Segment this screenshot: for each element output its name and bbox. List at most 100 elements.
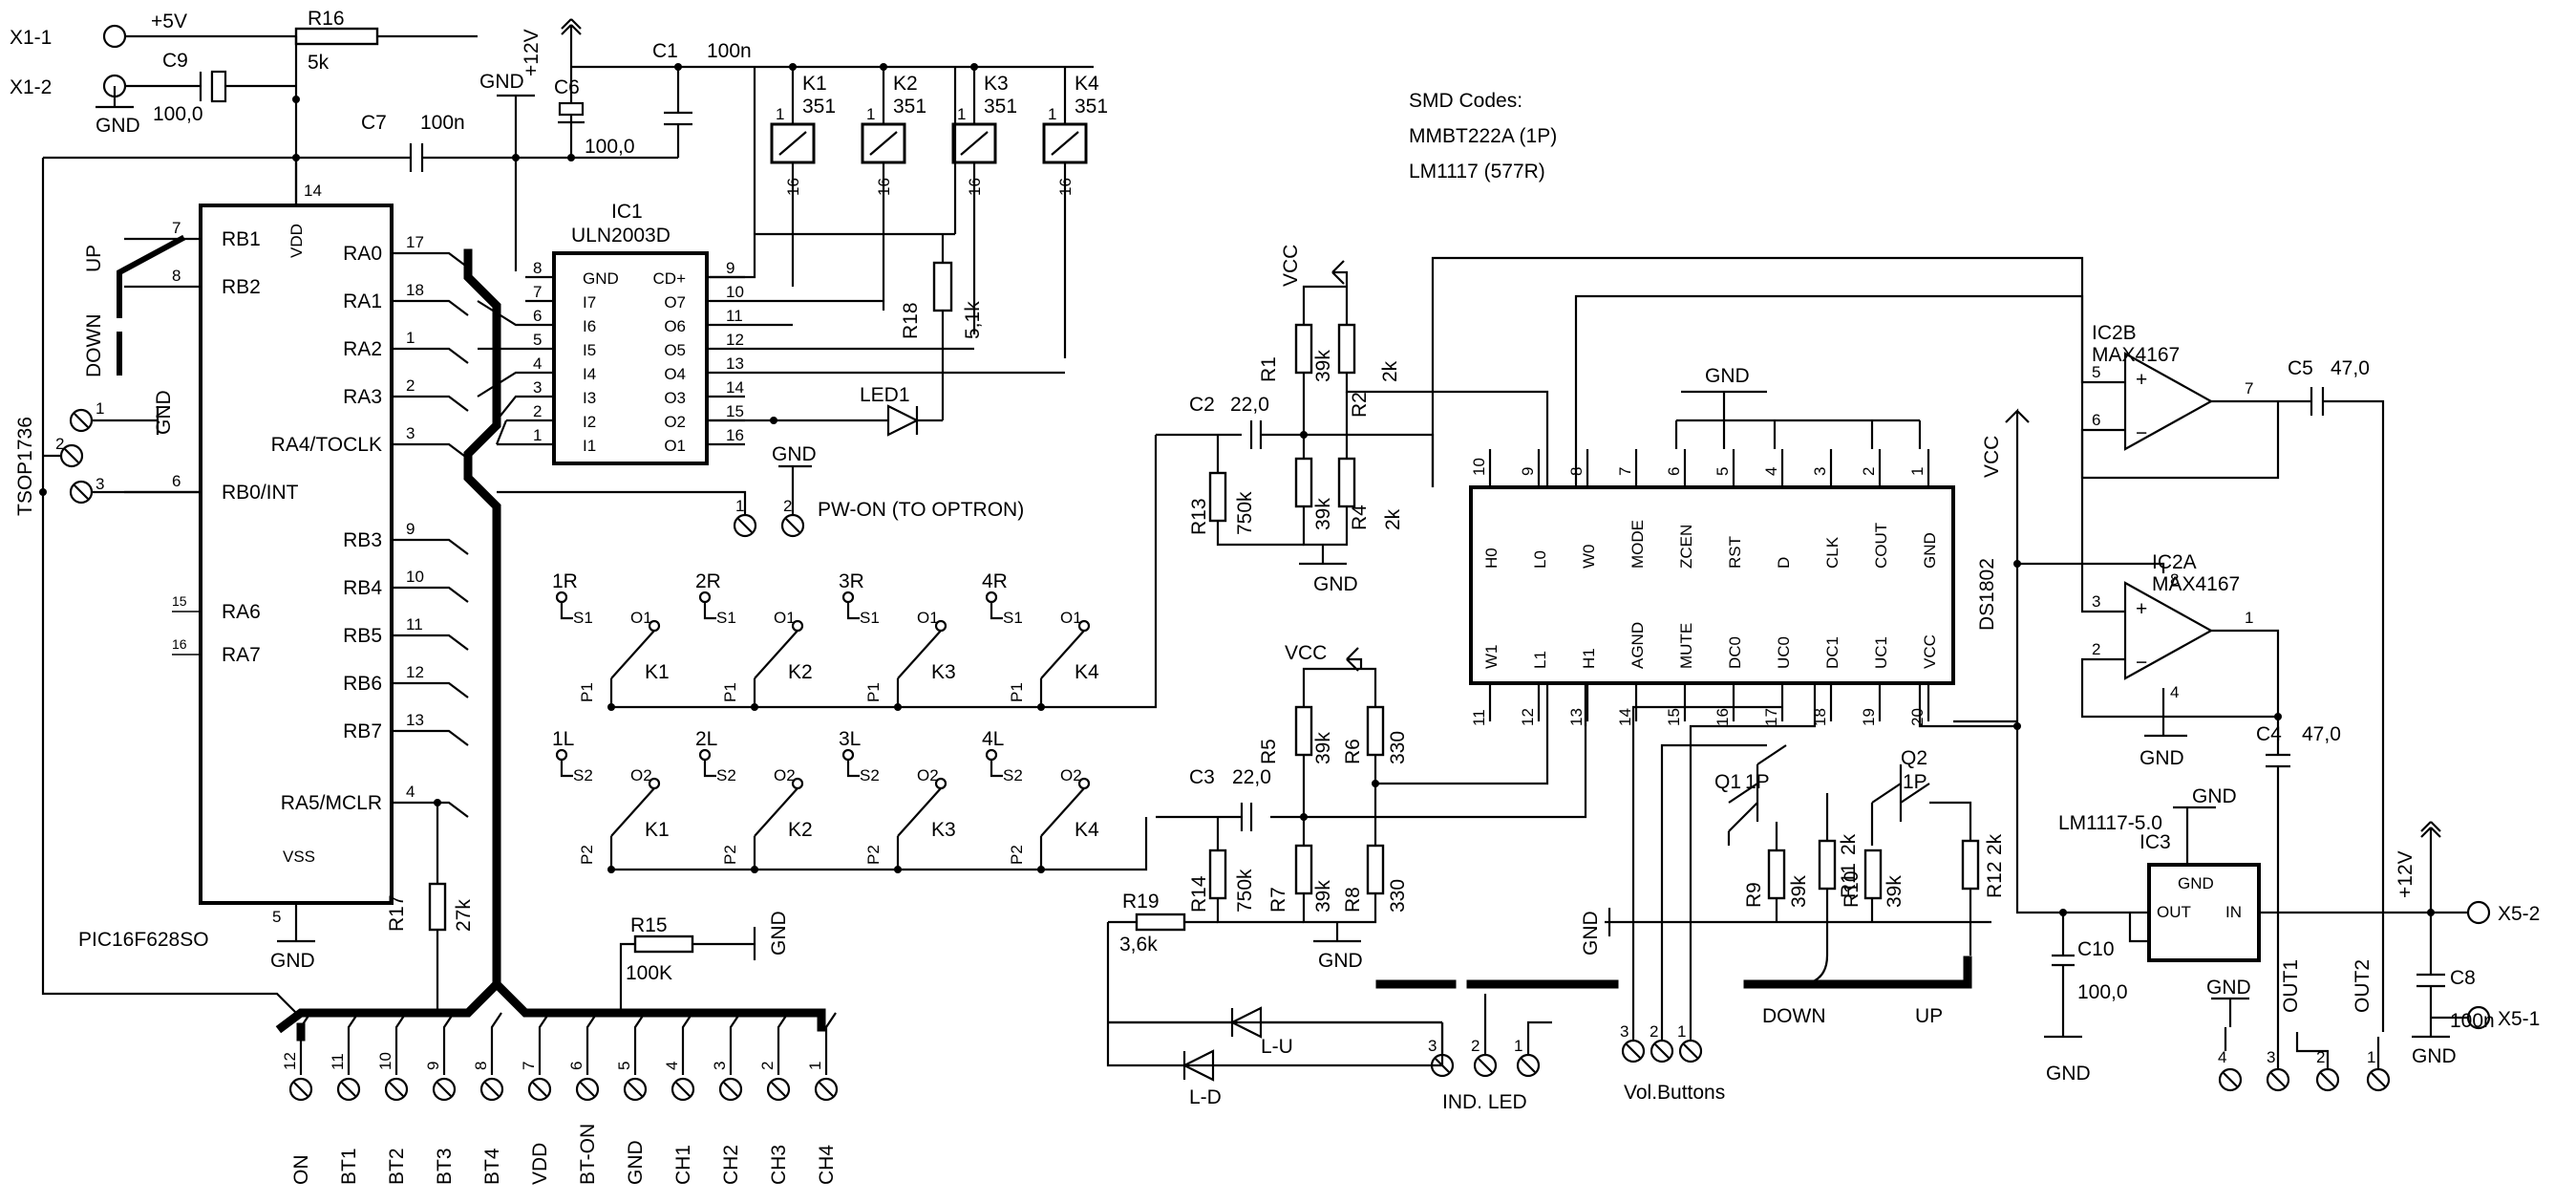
r17-ref: R17 (386, 894, 408, 932)
pw-on-connector: 1 2 PW-ON (TO OPTRON) GND (497, 443, 1024, 538)
r4-ref: R4 (1349, 505, 1371, 530)
contact-o: O2 (774, 766, 796, 784)
ic2b-pin5: 5 (2092, 363, 2100, 381)
updown-button-graphic: UP DOWN (83, 234, 186, 377)
c8-ref: C8 (2450, 967, 2476, 989)
ic1-left-pin-num: 1 (533, 426, 542, 444)
connector-pin-label: BT-ON (577, 1124, 599, 1185)
connector-pin-6: 6BT-ON (567, 1012, 600, 1185)
contact-relay: K3 (931, 661, 956, 683)
r15-gnd-label: GND (768, 911, 790, 956)
mcu-body (199, 204, 394, 905)
mcu-right-pin-num: 18 (406, 281, 424, 299)
contact-p: P1 (864, 682, 883, 702)
c8-gnd-label: GND (2412, 1045, 2457, 1067)
out-pin1: 1 (2367, 1048, 2375, 1066)
ds-bot-pin-num: 15 (1665, 708, 1683, 726)
contact-o: O1 (630, 609, 652, 627)
ic1-left-pin-label: I4 (583, 365, 596, 383)
ds-top-pin-label: MODE (1629, 520, 1647, 569)
connector-pin-num: 6 (567, 1062, 585, 1070)
r7-value: 39k (1312, 880, 1334, 913)
relay-pin16: 16 (966, 178, 984, 196)
transistors-vol-buttons: 3 2 1 Vol.Buttons GND Q1 1P R9 39k R11 2… (1580, 683, 2006, 1104)
tsop-pin1: 1 (96, 399, 104, 418)
mcu-pic16f628: VDD VSS 14 5 GND PIC16F628SO 7RB18RB26RB… (78, 158, 469, 972)
mcu-right-pin-num: 10 (406, 568, 424, 586)
connector-pin-num: 11 (329, 1053, 347, 1070)
r18-led1: LED1 R18 5,1k (707, 234, 984, 437)
ds-top-pin-label: L0 (1531, 550, 1549, 569)
r11-value: 2k (1838, 833, 1860, 855)
mcu-left-pin-num: 8 (172, 267, 181, 285)
ds-bot-pin-label: VCC (1921, 634, 1939, 669)
ic2a-pin3: 3 (2092, 592, 2100, 611)
ds-top-pin-label: RST (1726, 536, 1744, 569)
ds-top-pin-label: W0 (1580, 545, 1598, 569)
r4-value: 2k (1382, 508, 1404, 530)
smd-line-1: MMBT222A (1P) (1409, 125, 1557, 147)
mcu-right-pin-label: RB7 (343, 720, 382, 742)
ic1-left-pin-num: 5 (533, 331, 542, 349)
r3-value: 39k (1312, 498, 1334, 530)
r7-ref: R7 (1267, 887, 1289, 913)
ds1802-body (1469, 485, 1955, 685)
ic1-left-pin-label: I6 (583, 317, 596, 335)
contact-p: P2 (864, 845, 883, 865)
c10-value: 100,0 (2077, 981, 2128, 1003)
pwon-gnd-label: GND (772, 443, 817, 465)
ic1-right-pin-num: 11 (726, 307, 743, 325)
x1-gnd-label: GND (96, 115, 140, 137)
mcu-left-pin-num: 16 (172, 636, 187, 652)
vol-pin2: 2 (1650, 1022, 1658, 1041)
ic1-left-pin-label: I3 (583, 389, 596, 407)
r15: R15 100K GND (619, 911, 790, 1013)
r17-value: 27k (453, 899, 475, 932)
r14-value: 750k (1234, 869, 1256, 913)
r1-value: 39k (1312, 350, 1334, 382)
r18-ref: R18 (900, 302, 922, 339)
c2-ref: C2 (1189, 394, 1215, 416)
relay-code: 351 (893, 96, 926, 118)
tsop-label: TSOP1736 (14, 417, 36, 516)
c1-ref: C1 (652, 40, 678, 62)
ic1-right-pin-label: CD+ (653, 269, 687, 288)
tsop-gnd-label: GND (153, 390, 175, 435)
ic1-left-pin-num: 4 (533, 354, 542, 373)
bottom-connector: 12ON11BT110BT29BT38BT47VDD6BT-ON5GND4CH1… (281, 1012, 839, 1185)
vol-buttons-label: Vol.Buttons (1624, 1082, 1725, 1104)
ic1-left-pin-num: 3 (533, 378, 542, 397)
out-pin4: 4 (2218, 1048, 2226, 1066)
ds-top-pin-label: D (1775, 557, 1793, 569)
ic2b-part: MAX4167 (2092, 344, 2180, 366)
led-lu-label: L-U (1261, 1036, 1293, 1058)
svg-text:+: + (2136, 369, 2147, 391)
c5-ref: C5 (2288, 357, 2313, 379)
q1-ref: Q1 (1714, 771, 1741, 793)
ic1-right-pin-label: O5 (664, 341, 686, 359)
contact-p: P1 (1008, 682, 1026, 702)
mcu-right-pin-label: RB6 (343, 673, 382, 695)
out1-label: OUT1 (2280, 959, 2302, 1013)
mcu-left-pin-num: 7 (172, 219, 181, 237)
input-x1: X1-1 X1-2 GND +5V R16 5k C9 100,0 (10, 8, 478, 253)
contact-o: O1 (917, 609, 939, 627)
ds-top-pin-num: 1 (1908, 467, 1927, 476)
x1-1-label: X1-1 (10, 27, 52, 49)
ds-top-pin-num: 6 (1665, 467, 1683, 476)
ic1-part: ULN2003D (571, 225, 671, 247)
ds1802: DS1802 10H0W1119L0L1128W0H1137MODEAGND14… (1469, 365, 1998, 726)
connector-pin-num: 8 (472, 1062, 490, 1070)
contact-s: S1 (716, 609, 736, 627)
mcu-right-pins: 17RA018RA11RA22RA33RA4/TOCLK9RB310RB411R… (271, 233, 469, 818)
c6-value: 100,0 (585, 136, 635, 158)
vol-pin3: 3 (1620, 1022, 1629, 1041)
